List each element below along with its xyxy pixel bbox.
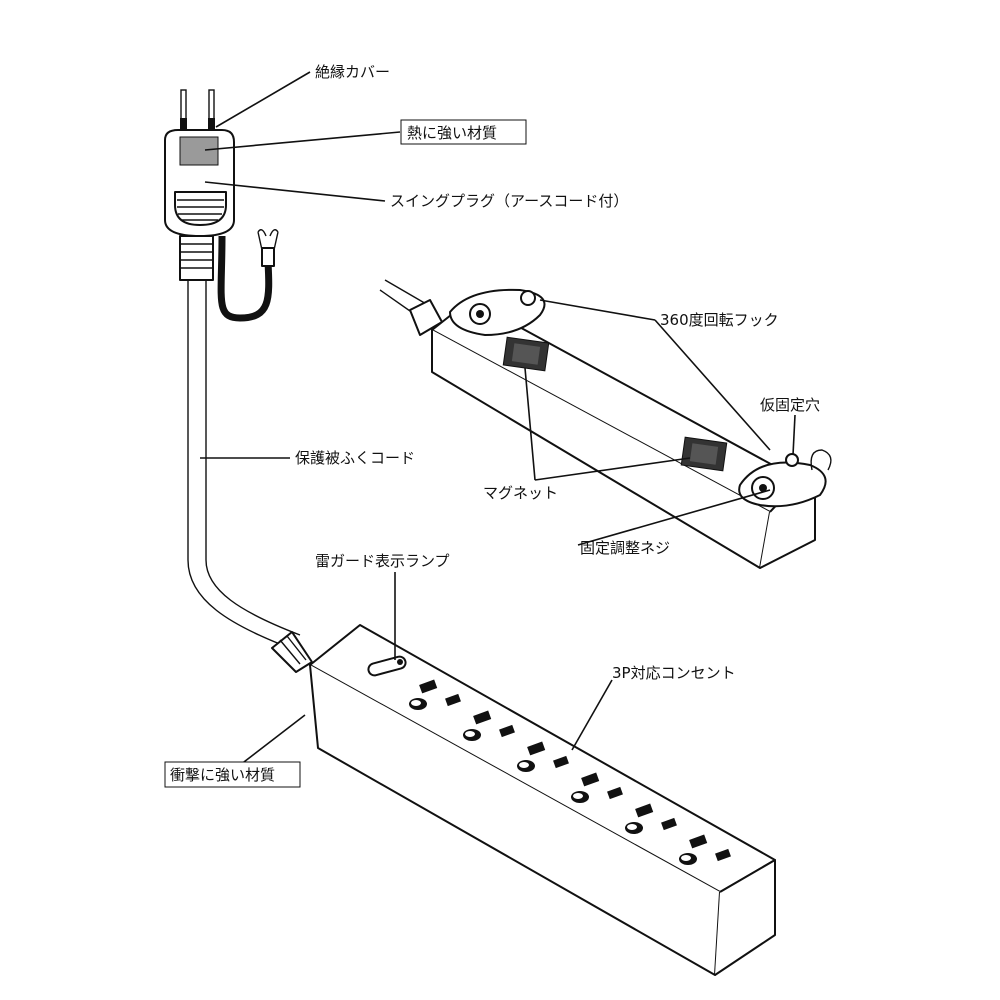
leader-lines: [200, 71, 796, 766]
label-swing-plug: スイングプラグ（アースコード付）: [390, 192, 628, 210]
heat-resistant-part: [179, 136, 219, 166]
swing-plug: [164, 89, 235, 281]
earth-wire: [217, 229, 279, 322]
protected-cord: [187, 280, 291, 649]
label-rotating-hook: 360度回転フック: [660, 311, 779, 329]
power-strip-mounted: [379, 279, 832, 569]
outlet-3: [517, 741, 569, 772]
label-outlet-3p: 3P対応コンセント: [612, 664, 736, 682]
outlet-4: [571, 772, 623, 803]
label-magnet: マグネット: [483, 484, 558, 502]
label-temp-hole: 仮固定穴: [760, 396, 820, 414]
label-insulation-cover: 絶縁カバー: [315, 63, 390, 81]
outlet-1: [409, 679, 461, 710]
label-adjust-screw: 固定調整ネジ: [580, 539, 670, 557]
label-protected-cord: 保護被ふくコード: [295, 449, 415, 467]
surge-lamp: [367, 655, 407, 677]
outlet-2: [463, 710, 515, 741]
outlet-5: [625, 803, 677, 834]
label-heat-resistant: 熱に強い材質: [407, 124, 497, 142]
label-impact-resistant: 衝撃に強い材質: [170, 766, 275, 784]
label-surge-lamp: 雷ガード表示ランプ: [315, 552, 450, 570]
power-strip-main: [271, 624, 776, 976]
outlet-6: [679, 834, 731, 865]
